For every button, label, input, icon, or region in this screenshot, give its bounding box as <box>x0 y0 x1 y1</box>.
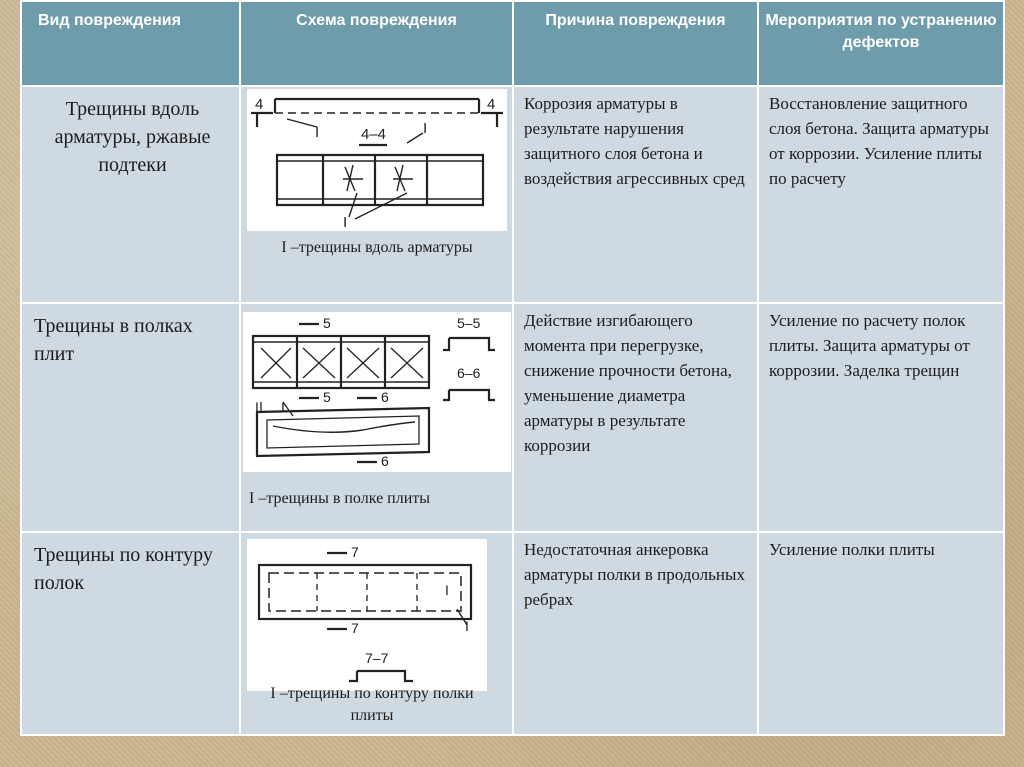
section-cut-label: 6–6 <box>457 365 481 381</box>
header-row: Вид повреждения Схема повреждения Причин… <box>20 0 1005 88</box>
scheme-drawing-rebar-cracks: 4 4 4–4 I I I <box>247 89 507 232</box>
damage-type-cell: Трещины в полках плит <box>20 302 241 534</box>
table-row: Трещины вдоль арматуры, ржавые подтеки <box>20 85 1005 305</box>
section-mark: 5 <box>323 315 331 331</box>
remedial-measures-cell: Восстановление защитного слоя бетона. За… <box>757 85 1005 305</box>
header-damage-type: Вид повреждения <box>20 0 241 88</box>
table-row: Трещины по контуру полок <box>20 531 1005 736</box>
crack-mark: I <box>445 582 449 598</box>
section-mark: 7 <box>351 620 359 636</box>
damage-scheme-cell: 7 7 7–7 I I I –трещины по контуру полки … <box>239 531 514 736</box>
scheme-drawing-contour-cracks: 7 7 7–7 I I <box>247 539 487 692</box>
crack-mark: I <box>465 618 469 634</box>
damage-cause-cell: Коррозия арматуры в результате нарушения… <box>512 85 759 305</box>
section-mark: 6 <box>381 453 389 469</box>
scheme-svg: 5 5 6 6 5–5 6–6 I I <box>251 315 495 469</box>
header-damage-cause: Причина повреждения <box>512 0 759 88</box>
crack-mark: I <box>423 120 427 137</box>
damage-scheme-cell: 5 5 6 6 5–5 6–6 I I I –трещины в полке п… <box>239 302 514 534</box>
damage-cause-cell: Действие изгибающего момента при перегру… <box>512 302 759 534</box>
section-mark: 5 <box>323 389 331 405</box>
damage-scheme-cell: 4 4 4–4 I I I I –трещины вдоль арматуры <box>239 85 514 305</box>
section-cut-label: 7–7 <box>365 650 389 666</box>
crack-mark: I <box>255 399 259 415</box>
table-row: Трещины в полках плит <box>20 302 1005 534</box>
scheme-caption: I –трещины в полке плиты <box>249 490 431 508</box>
scheme-drawing-flange-cracks: 5 5 6 6 5–5 6–6 I I <box>243 312 511 473</box>
damage-type-cell: Трещины по контуру полок <box>20 531 241 736</box>
section-mark: 7 <box>351 544 359 560</box>
header-damage-scheme: Схема повреждения <box>239 0 514 88</box>
crack-mark: I <box>281 399 285 415</box>
section-mark-left: 4 <box>255 96 263 113</box>
scheme-caption: I –трещины вдоль арматуры <box>281 239 473 257</box>
scheme-svg: 7 7 7–7 I I <box>257 544 473 683</box>
header-remedial-measures: Мероприятия по устранению дефектов <box>757 0 1005 88</box>
section-mark-right: 4 <box>487 96 495 113</box>
scheme-svg: 4 4 4–4 I I I <box>251 96 503 231</box>
damage-table: Вид повреждения Схема повреждения Причин… <box>20 0 1005 736</box>
crack-mark: I <box>315 124 319 141</box>
section-mark: 6 <box>381 389 389 405</box>
remedial-measures-cell: Усиление полки плиты <box>757 531 1005 736</box>
scheme-caption: I –трещины по контуру полки плиты <box>270 685 474 725</box>
section-cut-label: 4–4 <box>361 126 386 143</box>
remedial-measures-cell: Усиление по расчету полок плиты. Защита … <box>757 302 1005 534</box>
damage-type-cell: Трещины вдоль арматуры, ржавые подтеки <box>20 85 241 305</box>
section-cut-label: 5–5 <box>457 315 481 331</box>
damage-cause-cell: Недостаточная анкеровка арматуры полки в… <box>512 531 759 736</box>
crack-mark: I <box>343 214 347 231</box>
